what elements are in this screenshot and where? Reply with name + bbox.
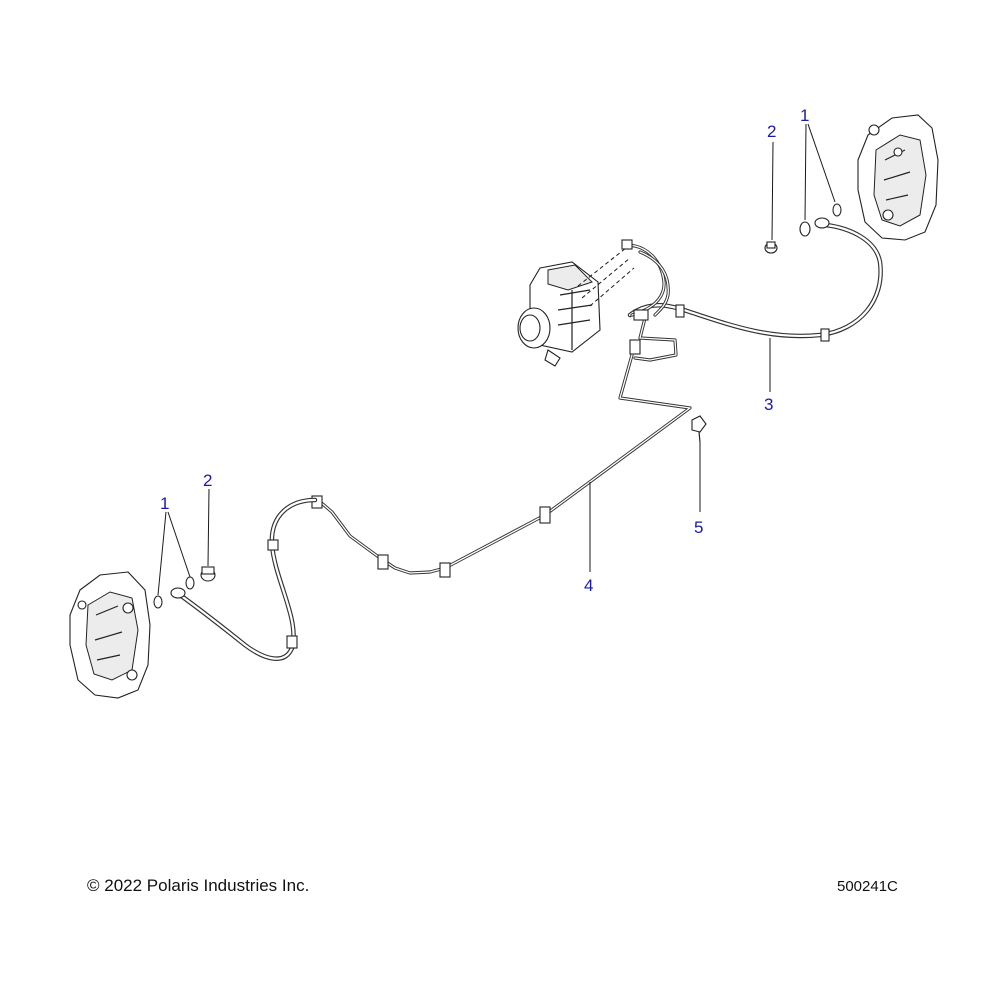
leader-lines bbox=[157, 123, 836, 596]
bottom-small-parts bbox=[153, 566, 216, 609]
diagram-part-number: 500241C bbox=[837, 878, 898, 895]
callout-2-bottom: 2 bbox=[203, 471, 212, 490]
copyright-text: © 2022 Polaris Industries Inc. bbox=[87, 876, 310, 895]
right-brake-caliper bbox=[857, 114, 939, 241]
callout-3: 3 bbox=[764, 395, 773, 414]
brake-hose-3 bbox=[627, 217, 883, 342]
callout-5: 5 bbox=[694, 518, 703, 537]
bleeder-fitting-5 bbox=[691, 415, 707, 443]
callout-1-top: 1 bbox=[800, 106, 809, 125]
callout-1-bottom: 1 bbox=[160, 494, 169, 513]
left-brake-hose bbox=[170, 497, 318, 661]
left-brake-caliper bbox=[69, 571, 151, 699]
top-small-parts bbox=[764, 203, 842, 254]
abs-module bbox=[517, 247, 635, 367]
callout-2-top: 2 bbox=[767, 122, 776, 141]
callout-4: 4 bbox=[584, 576, 593, 595]
brake-line-4 bbox=[311, 353, 692, 578]
abs-brake-pipes bbox=[621, 239, 678, 362]
